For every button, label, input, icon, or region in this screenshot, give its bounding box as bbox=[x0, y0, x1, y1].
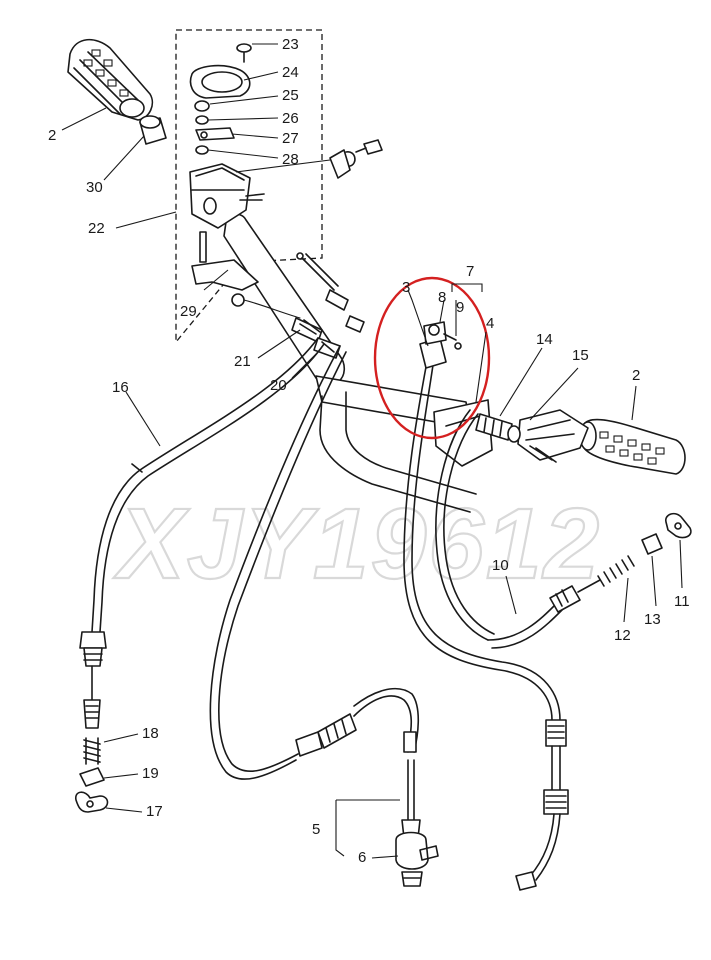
callout-14: 14 bbox=[536, 331, 553, 348]
wing-nut-17 bbox=[75, 791, 109, 813]
grip-collar bbox=[139, 115, 167, 145]
wing-nut-11 bbox=[665, 512, 692, 539]
lever-bracket bbox=[517, 409, 589, 463]
callout-labels: 23 24 25 26 27 28 2 30 22 29 21 20 16 3 … bbox=[48, 36, 690, 866]
callout-15: 15 bbox=[572, 347, 589, 364]
left-grip bbox=[67, 38, 154, 121]
callout-23: 23 bbox=[282, 36, 299, 53]
callout-13: 13 bbox=[644, 611, 661, 628]
callout-2-right: 2 bbox=[632, 367, 640, 384]
callout-21: 21 bbox=[234, 353, 251, 370]
cable-throttle-upper bbox=[296, 252, 339, 291]
cable-16 bbox=[79, 337, 325, 729]
callout-20: 20 bbox=[270, 377, 287, 394]
callout-18: 18 bbox=[142, 725, 159, 742]
callout-22: 22 bbox=[88, 220, 105, 237]
housing-ring bbox=[195, 145, 209, 155]
housing-nut bbox=[194, 100, 210, 112]
cable-adjuster-14 bbox=[475, 413, 521, 443]
cable-10 bbox=[487, 555, 635, 649]
cable-clamp-top bbox=[329, 139, 383, 179]
throttle-assembly-box bbox=[175, 29, 323, 344]
cable-3 bbox=[403, 355, 569, 891]
callout-16: 16 bbox=[112, 379, 129, 396]
throttle-housing bbox=[189, 163, 265, 229]
throttle-lever bbox=[191, 231, 301, 319]
callout-29: 29 bbox=[180, 303, 197, 320]
callout-27: 27 bbox=[282, 130, 299, 147]
watermark-text: XJY19612 bbox=[113, 488, 601, 600]
callout-17: 17 bbox=[146, 803, 163, 820]
callout-11: 11 bbox=[674, 593, 690, 610]
callout-26: 26 bbox=[282, 110, 299, 127]
sleeve-13 bbox=[641, 533, 663, 555]
callout-6: 6 bbox=[358, 849, 366, 866]
housing-cover bbox=[189, 64, 251, 99]
callout-7: 7 bbox=[466, 263, 474, 280]
callout-25: 25 bbox=[282, 87, 299, 104]
callout-3: 3 bbox=[402, 279, 410, 296]
callout-2-left: 2 bbox=[48, 127, 56, 144]
sleeve-19 bbox=[79, 767, 105, 787]
callout-9: 9 bbox=[456, 299, 464, 316]
cable-joint bbox=[195, 127, 235, 141]
callout-10: 10 bbox=[492, 557, 509, 574]
callout-30: 30 bbox=[86, 179, 103, 196]
callout-24: 24 bbox=[282, 64, 299, 81]
housing-washer bbox=[195, 115, 209, 125]
leader-lines bbox=[61, 43, 683, 859]
callout-5: 5 bbox=[312, 821, 320, 838]
callout-8: 8 bbox=[438, 289, 446, 306]
callout-12: 12 bbox=[614, 627, 631, 644]
cable-end-fitting bbox=[419, 321, 462, 369]
callout-19: 19 bbox=[142, 765, 159, 782]
cable-4 bbox=[435, 409, 495, 641]
callout-4: 4 bbox=[486, 315, 494, 332]
callout-28: 28 bbox=[282, 151, 299, 168]
housing-screw bbox=[236, 43, 252, 63]
cable-5 bbox=[209, 345, 439, 887]
spring-18 bbox=[83, 737, 101, 765]
highlight-circle bbox=[373, 276, 491, 440]
right-grip bbox=[579, 418, 686, 475]
